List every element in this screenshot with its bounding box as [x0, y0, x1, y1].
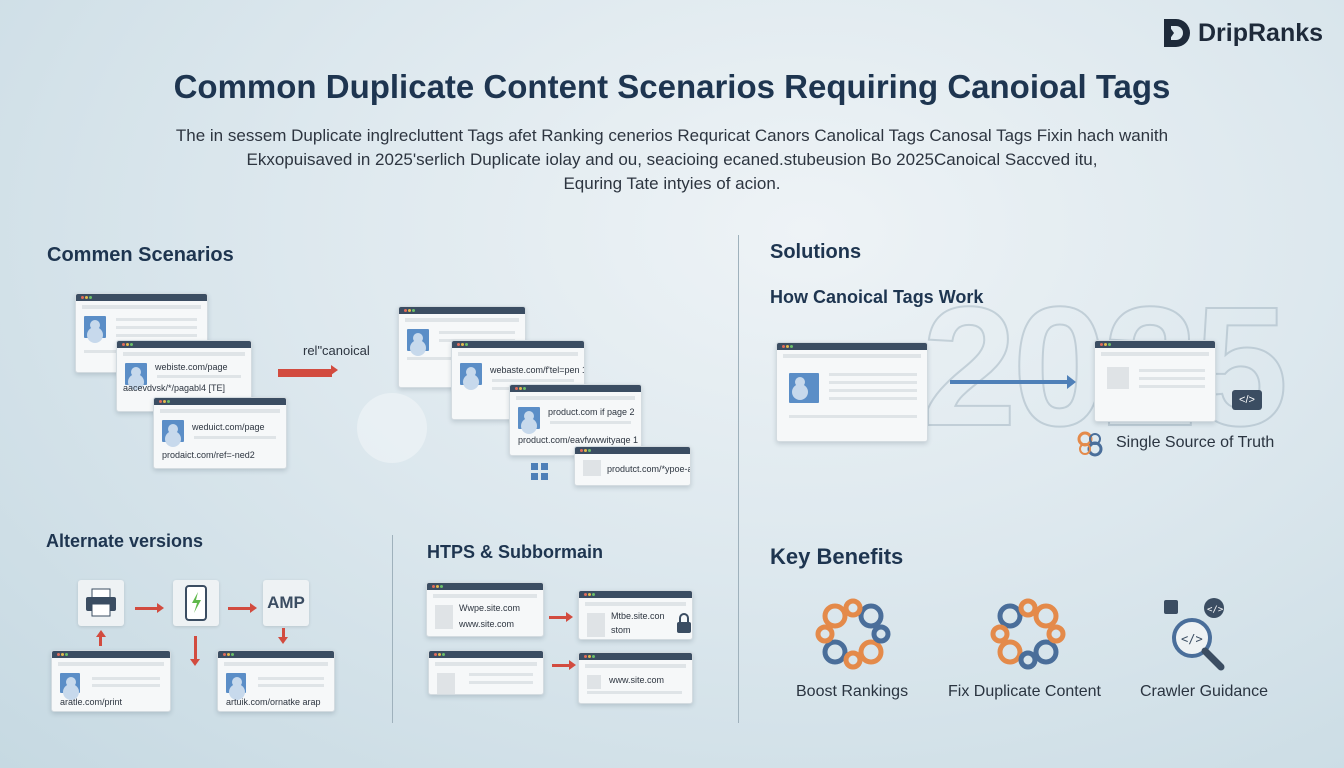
- browser-window: aratle.com/print: [51, 650, 171, 712]
- https-heading: HTPS & Subbormain: [427, 542, 604, 562]
- arrow-right-icon: [135, 603, 164, 613]
- brand-logo: DripRanks: [1160, 16, 1323, 50]
- benefit-label: Crawler Guidance: [1140, 683, 1269, 700]
- benefit-label: Fix Duplicate Content: [948, 683, 1101, 700]
- browser-window: produtct.com/*ypoe-all: [574, 446, 691, 486]
- divider: [392, 535, 393, 723]
- arrow-down-icon: [278, 628, 288, 644]
- solutions-heading: Solutions: [770, 241, 862, 263]
- grid-icon: [531, 463, 548, 480]
- code-badge: </>: [1232, 390, 1262, 410]
- subtitle-line: The in sessem Duplicate inglrecluttent T…: [175, 126, 1169, 145]
- arrow-right-icon: [549, 612, 573, 622]
- browser-window: [428, 650, 544, 695]
- arrow-up-icon: [99, 636, 102, 646]
- svg-text:</>: </>: [1181, 632, 1203, 646]
- printer-icon: [78, 580, 124, 626]
- arrow-down-icon: [190, 636, 200, 666]
- chain-icon: [990, 598, 1066, 670]
- arrow-right-icon: [950, 375, 1076, 389]
- alternate-versions-heading: Alternate versions: [46, 531, 204, 551]
- mobile-icon: [173, 580, 219, 626]
- browser-window: artuik.com/ornatke arap: [217, 650, 335, 712]
- subtitle-line: Ekxopuisaved in 2025'serlich Duplicate i…: [246, 150, 1098, 169]
- page-title: Common Duplicate Content Scenarios Requi…: [173, 68, 1171, 105]
- brand-name: DripRanks: [1198, 18, 1324, 47]
- key-benefits-heading: Key Benefits: [770, 544, 904, 569]
- browser-window: www.site.com: [578, 652, 693, 704]
- logo-mark-icon: [1164, 19, 1190, 47]
- code-magnifier-icon: </> </>: [1164, 598, 1225, 671]
- canonical-page-window: [1094, 340, 1216, 422]
- chain-icon: [815, 598, 891, 670]
- benefit-label: Boost Rankings: [796, 683, 909, 700]
- subtitle: The in sessem Duplicate inglrecluttent T…: [120, 124, 1224, 196]
- arrow-right-icon: [552, 660, 576, 670]
- scenarios-heading: Commen Scenarios: [47, 244, 234, 266]
- how-it-works-heading: How Canoical Tags Work: [770, 287, 984, 307]
- arrow-right-icon: [228, 603, 257, 613]
- arrow-right-icon: [278, 365, 338, 377]
- link-chain-icon: [1077, 431, 1103, 457]
- subtitle-line: Equring Tate intyies of acion.: [563, 174, 781, 193]
- amp-icon: AMP: [263, 580, 309, 626]
- rel-canonical-label: rel"canoical: [303, 343, 370, 358]
- divider: [738, 235, 739, 723]
- duplicate-page-window: [776, 342, 928, 442]
- decor-circle: [357, 393, 427, 463]
- lock-icon: [677, 613, 691, 633]
- single-source-label: Single Source of Truth: [1116, 434, 1275, 451]
- svg-text:</>: </>: [1207, 605, 1224, 615]
